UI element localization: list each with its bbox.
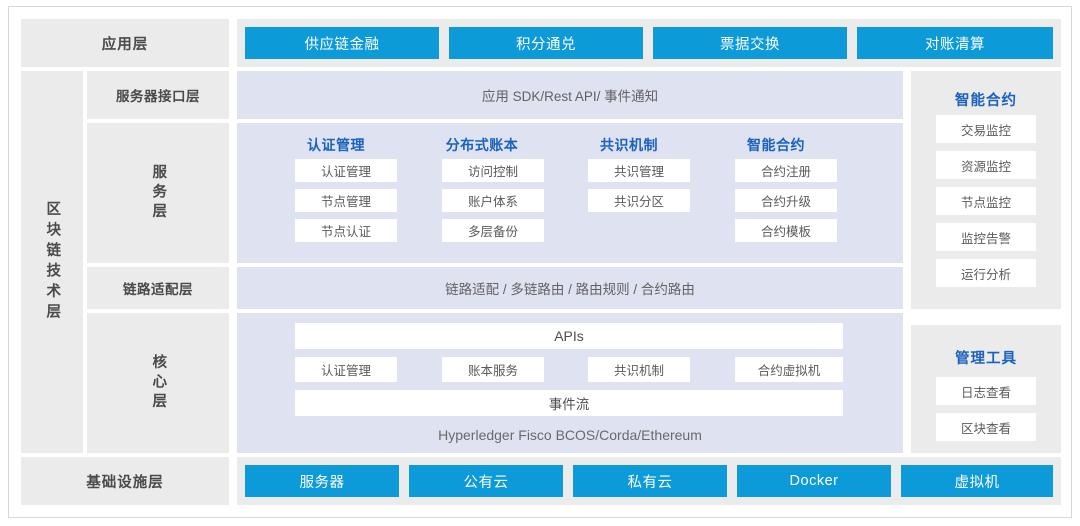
infra-item-private-cloud[interactable]: 私有云 [573,465,727,497]
application-layer-label: 应用层 [21,19,229,67]
app-item-points-exchange[interactable]: 积分通兑 [449,27,643,59]
service-layer-panel: 认证管理 认证管理 节点管理 节点认证 分布式账本 访问控制 账户体系 多层备份… [237,123,903,263]
core-apis-bar[interactable]: APIs [295,323,843,349]
server-interface-layer-label: 服务器接口层 [87,71,229,119]
side-chip-transaction-monitor[interactable]: 交易监控 [936,115,1036,143]
service-chip-contract-register[interactable]: 合约注册 [735,159,837,182]
side-chip-runtime-analysis[interactable]: 运行分析 [936,259,1036,287]
service-layer-label-text: 服务层 [150,163,167,223]
service-chip-node-auth[interactable]: 节点认证 [295,219,397,242]
side-chip-resource-monitor[interactable]: 资源监控 [936,151,1036,179]
infra-item-public-cloud[interactable]: 公有云 [409,465,563,497]
link-adaptation-layer-content: 链路适配 / 多链路由 / 路由规则 / 合约路由 [237,267,903,309]
side-panel-title-management-tools: 管理工具 [955,351,1017,367]
application-layer-track: 供应链金融 积分通兑 票据交换 对账清算 [237,19,1061,67]
infra-item-virtual-machine[interactable]: 虚拟机 [901,465,1053,497]
service-chip-multilayer-backup[interactable]: 多层备份 [442,219,544,242]
service-col-heading-smart-contract: 智能合约 [747,137,805,153]
side-panel-management-tools: 管理工具 日志查看 区块查看 [911,325,1061,453]
side-chip-block-viewer[interactable]: 区块查看 [936,413,1036,441]
service-col-heading-auth: 认证管理 [307,137,365,153]
service-col-heading-consensus: 共识机制 [600,137,658,153]
service-layer-label: 服务层 [87,123,229,263]
side-chip-node-monitor[interactable]: 节点监控 [936,187,1036,215]
side-chip-monitor-alarm[interactable]: 监控告警 [936,223,1036,251]
service-chip-consensus-management[interactable]: 共识管理 [588,159,690,182]
app-item-reconciliation-settlement[interactable]: 对账清算 [857,27,1053,59]
core-chip-auth-management[interactable]: 认证管理 [295,357,397,382]
core-layer-label-text: 核心层 [150,353,167,413]
service-chip-contract-template[interactable]: 合约模板 [735,219,837,242]
infrastructure-layer-track: 服务器 公有云 私有云 Docker 虚拟机 [237,457,1061,505]
server-interface-layer-content: 应用 SDK/Rest API/ 事件通知 [237,71,903,119]
infra-item-docker[interactable]: Docker [737,465,891,497]
service-col-heading-ledger: 分布式账本 [445,137,519,153]
core-layer-label: 核心层 [87,313,229,453]
blockchain-tech-layer-label: 区块链技术层 [21,71,83,453]
link-adaptation-layer-label: 链路适配层 [87,267,229,309]
core-chip-consensus-mechanism[interactable]: 共识机制 [588,357,690,382]
core-event-stream-bar[interactable]: 事件流 [295,390,843,416]
core-chip-ledger-service[interactable]: 账本服务 [442,357,544,382]
service-chip-account-system[interactable]: 账户体系 [442,189,544,212]
service-chip-contract-upgrade[interactable]: 合约升级 [735,189,837,212]
side-panel-smart-contract: 智能合约 交易监控 资源监控 节点监控 监控告警 运行分析 [911,71,1061,309]
blockchain-tech-layer-label-text: 区块链技术层 [44,200,61,324]
side-chip-log-viewer[interactable]: 日志查看 [936,377,1036,405]
app-item-bill-exchange[interactable]: 票据交换 [653,27,847,59]
infrastructure-layer-label: 基础设施层 [21,457,229,505]
core-platforms-text: Hyperledger Fisco BCOS/Corda/Ethereum [438,427,702,443]
side-panel-title-smart-contract: 智能合约 [955,93,1017,109]
service-chip-auth-management[interactable]: 认证管理 [295,159,397,182]
service-chip-node-management[interactable]: 节点管理 [295,189,397,212]
service-chip-access-control[interactable]: 访问控制 [442,159,544,182]
core-layer-panel: APIs 认证管理 账本服务 共识机制 合约虚拟机 事件流 Hyperledge… [237,313,903,453]
app-item-supply-chain-finance[interactable]: 供应链金融 [245,27,439,59]
infra-item-server[interactable]: 服务器 [245,465,399,497]
service-chip-consensus-partition[interactable]: 共识分区 [588,189,690,212]
diagram-frame: 应用层 供应链金融 积分通兑 票据交换 对账清算 区块链技术层 服务器接口层 应… [8,6,1072,518]
core-chip-contract-vm[interactable]: 合约虚拟机 [735,357,843,382]
